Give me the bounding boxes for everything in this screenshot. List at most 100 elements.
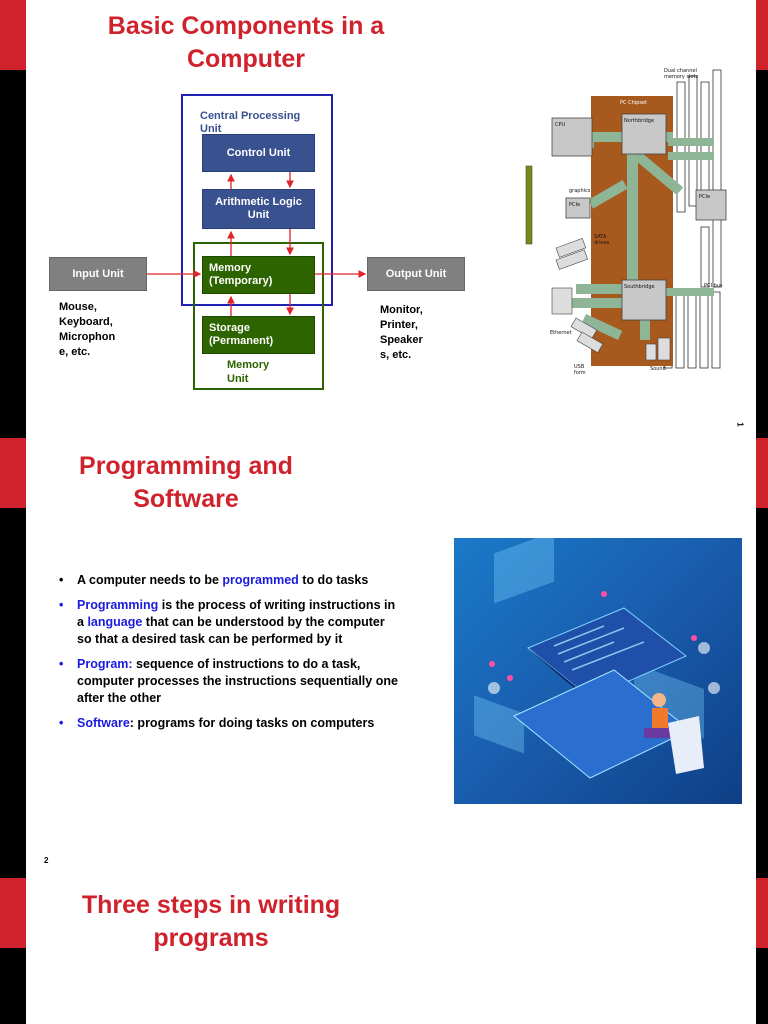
bullet1-post: to do tasks	[298, 573, 369, 587]
memory-label: Memory(Temporary)	[209, 262, 272, 288]
person-figure	[644, 693, 704, 774]
bus-memory-1	[668, 138, 714, 146]
floating-panel-3	[474, 695, 524, 754]
slide1-page-number: 1	[735, 422, 745, 427]
bullet2-highlight-2: language	[87, 615, 143, 629]
input-example-4: e, etc.	[59, 346, 91, 358]
sound-speaker-1	[645, 343, 657, 361]
pink-dot-3	[601, 591, 607, 597]
memory-box: Memory(Temporary)	[202, 256, 315, 294]
usb-line2: form	[574, 370, 586, 376]
bullet-list: A computer needs to be programmed to do …	[56, 572, 401, 740]
floating-panel-1	[494, 538, 554, 604]
floating-icon-3	[708, 682, 720, 694]
floating-icon-1	[488, 682, 500, 694]
laptop-screen	[527, 607, 687, 699]
cpu-chip	[551, 117, 593, 157]
pcie-left-label: PCIe	[569, 202, 580, 208]
northbridge-chip	[621, 113, 667, 155]
memory-unit-label: Memory Unit	[227, 358, 269, 386]
pcie-slot-right-1	[700, 226, 710, 288]
graphics-label: graphics	[569, 188, 591, 194]
storage-line2: (Permanent)	[209, 335, 274, 347]
usb-port-2	[576, 331, 604, 354]
bullet2-part-a: is the process of writing instructions i…	[77, 598, 396, 629]
slide1-right-tab	[756, 0, 768, 70]
bullet-item-2: Programming is the process of writing in…	[56, 597, 401, 648]
memory-slot-1	[676, 81, 686, 213]
sata-drive-1	[555, 238, 587, 258]
code-line-1	[553, 625, 605, 647]
dual-channel-line2: memory slots	[664, 74, 698, 80]
bus-sound	[640, 310, 650, 340]
code-line-3	[563, 641, 615, 663]
bullet1-highlight: programmed	[222, 573, 299, 587]
output-example-1: Monitor,	[380, 304, 423, 316]
memory-line1: Memory	[209, 262, 252, 274]
person-head	[652, 693, 666, 707]
pc-chipset-label: PC Chipset	[620, 100, 647, 106]
pci-bus-label: PCI bus	[704, 283, 723, 289]
ethernet-port	[551, 287, 573, 315]
sata-line1: SATA	[594, 234, 607, 240]
bullet3-highlight: Program:	[77, 657, 133, 671]
sound-label: Sound	[650, 366, 666, 372]
storage-label: Storage(Permanent)	[209, 322, 273, 348]
pcie-right-chip	[695, 189, 727, 221]
bus-ethernet	[568, 298, 624, 308]
storage-line1: Storage	[209, 322, 250, 334]
floating-icon-2	[698, 642, 710, 654]
sata-line2: drives	[594, 240, 610, 246]
bullet4-highlight: Software	[77, 716, 130, 730]
storage-box: Storage(Permanent)	[202, 316, 315, 354]
slide1-title: Basic Components in a Computer	[46, 10, 446, 76]
bullet3-post: sequence of instructions to do a task, c…	[77, 657, 398, 705]
bus-memory-2	[668, 152, 714, 160]
output-example-4: s, etc.	[380, 349, 412, 361]
pink-dot-2	[507, 675, 513, 681]
sata-drive-2	[555, 249, 588, 270]
usb-line1: USB	[574, 364, 585, 370]
input-unit-box: Input Unit	[49, 257, 147, 291]
isometric-laptop-illustration	[474, 538, 720, 779]
output-example-2: Printer,	[380, 319, 418, 331]
slide3-right-tab	[756, 878, 768, 948]
bus-sata	[576, 284, 624, 294]
sound-speaker-2	[657, 337, 671, 361]
input-example-1: Mouse,	[59, 301, 97, 313]
memory-unit-line1: Memory	[227, 359, 270, 371]
slide3-title-line1: Three steps in writing	[81, 891, 341, 919]
slide3-title-line2: programs	[153, 924, 269, 952]
bullet-item-4: Software: programs for doing tasks on co…	[56, 715, 401, 732]
slide2-title-line2: Software	[133, 485, 239, 513]
memory-unit-line2: Unit	[227, 373, 249, 385]
bullet-item-1: A computer needs to be programmed to do …	[56, 572, 401, 589]
alu-line2: Unit	[247, 209, 270, 221]
bullet1-pre: A computer needs to be	[77, 573, 223, 587]
slide-basic-components: Basic Components in a Computer Central P…	[26, 0, 756, 438]
graphics-card-slot	[525, 165, 533, 245]
diagram-arrows	[147, 172, 367, 316]
slide3-title: Three steps in writing programs	[56, 889, 366, 955]
southbridge-label: Southbridge	[624, 284, 655, 290]
alu-line1: Arithmetic Logic	[215, 196, 302, 208]
cpu-label-board: CPU	[555, 122, 566, 128]
control-unit-box: Control Unit	[202, 134, 315, 172]
bus-pcie-right	[634, 151, 684, 196]
pink-dot-1	[489, 661, 495, 667]
code-line-4	[571, 641, 645, 671]
slide2-title: Programming and Software	[46, 450, 326, 516]
output-example-3: Speaker	[380, 334, 423, 346]
slide1-title-line2: Computer	[186, 45, 306, 73]
northbridge-label: Northbridge	[624, 118, 654, 124]
memory-unit-outline	[193, 242, 324, 390]
ethernet-label: Ethernet	[550, 330, 572, 336]
slide2-right-tab	[756, 438, 768, 508]
programming-illustration	[454, 538, 742, 804]
pci-slot-4	[699, 291, 709, 369]
